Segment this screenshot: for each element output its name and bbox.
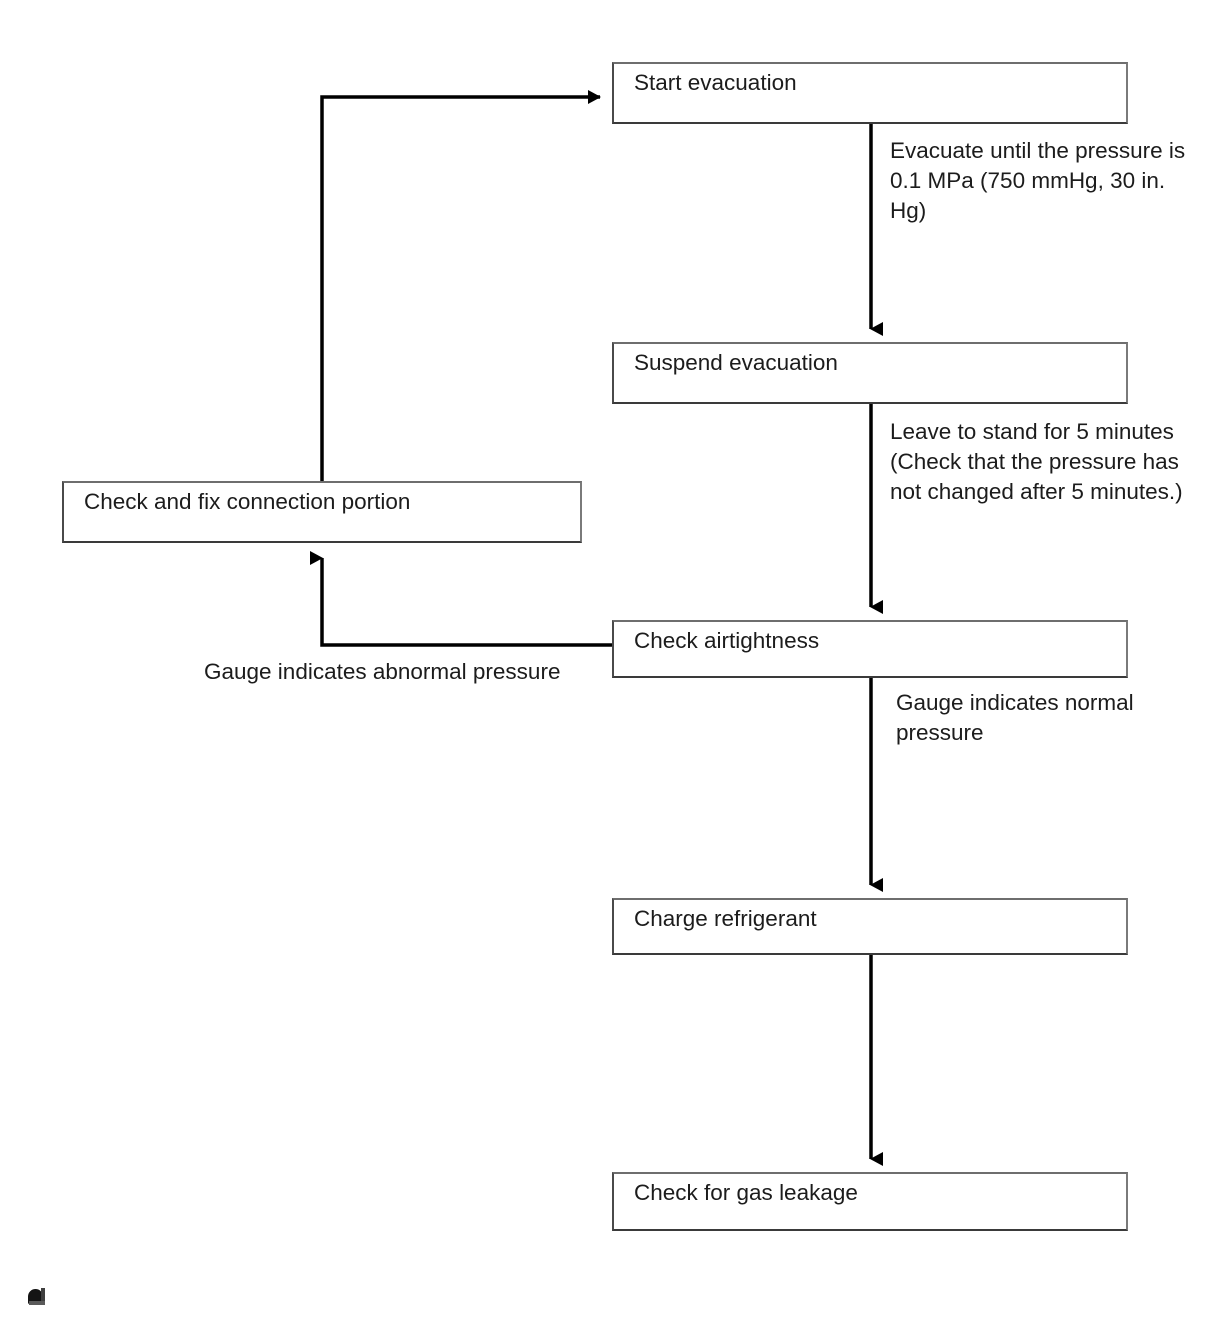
node-check-airtightness-label: Check airtightness [634,628,820,653]
page-corner-artifact-icon [28,1288,50,1310]
node-check-gas-leakage-label: Check for gas leakage [634,1180,858,1205]
node-check-fix-connection-portion[interactable]: Check and fix connection portion [62,481,582,543]
edge-label-gauge-normal: Gauge indicates normal pressure [896,690,1134,745]
node-start-evacuation-label: Start evacuation [634,70,797,95]
edge-label-evacuate-until-pressure: Evacuate until the pressure is 0.1 MPa (… [890,138,1186,223]
node-check-gas-leakage[interactable]: Check for gas leakage [612,1172,1128,1231]
node-suspend-evacuation[interactable]: Suspend evacuation [612,342,1128,404]
node-charge-refrigerant[interactable]: Charge refrigerant [612,898,1128,955]
node-charge-refrigerant-label: Charge refrigerant [634,906,817,931]
node-start-evacuation[interactable]: Start evacuation [612,62,1128,124]
node-check-airtightness[interactable]: Check airtightness [612,620,1128,678]
node-suspend-evacuation-label: Suspend evacuation [634,350,838,375]
edge-label-leave-to-stand: Leave to stand for 5 minutes (Check that… [890,419,1183,504]
connector-airtightness-to-checkfix [310,551,612,647]
artifact-blob [28,1289,43,1304]
connector-checkfix-to-start [320,90,601,481]
edge-label-gauge-abnormal: Gauge indicates abnormal pressure [204,659,561,684]
artifact-tick [41,1288,45,1301]
node-check-fix-connection-portion-label: Check and fix connection portion [84,489,411,514]
artifact-base [29,1301,45,1305]
